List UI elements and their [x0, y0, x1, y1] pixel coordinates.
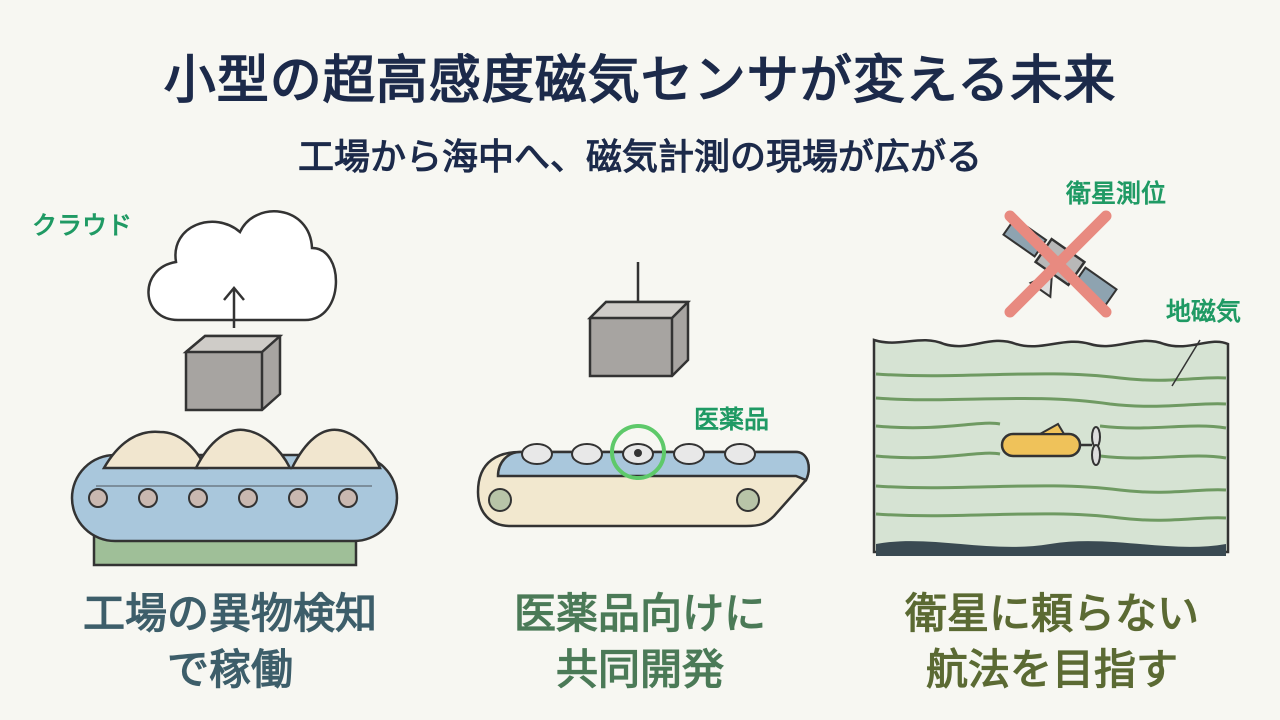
page-subtitle: 工場から海中へ、磁気計測の現場が広がる — [297, 137, 982, 178]
caption-navigation: 衛星に頼らない 航法を目指す — [842, 586, 1262, 698]
upload-arrow-icon — [223, 286, 245, 328]
caption-line: 医薬品向けに — [513, 589, 766, 638]
underwater-drone-icon — [1000, 422, 1101, 466]
geomagnetism-label: 地磁気 — [1166, 297, 1242, 326]
factory-scene — [70, 210, 399, 567]
satellite-positioning-label: 衛星測位 — [1066, 179, 1167, 208]
caption-line: 衛星に頼らない — [904, 589, 1199, 638]
page-title: 小型の超高感度磁気センサが変える未来 — [163, 51, 1117, 111]
prohibited-cross-icon — [1004, 210, 1112, 318]
medicine-label: 医薬品 — [694, 405, 770, 434]
cloud-label: クラウド — [32, 211, 133, 240]
cloud-icon — [147, 210, 338, 322]
sea-floor — [876, 541, 1226, 556]
detection-ring-icon — [610, 424, 666, 480]
caption-factory: 工場の異物検知 で稼働 — [20, 586, 440, 698]
caption-line: 共同開発 — [555, 645, 724, 694]
caption-line: 航法を目指す — [925, 645, 1178, 694]
powder-pile-icon — [101, 428, 382, 470]
caption-line: 工場の異物検知 — [82, 589, 377, 638]
caption-pharma: 医薬品向けに 共同開発 — [430, 586, 850, 698]
conveyor-belt-icon — [70, 453, 399, 567]
sensor-box-icon — [182, 334, 284, 412]
pill-row-icon — [521, 443, 756, 465]
geomagnetic-field-lines — [875, 372, 1227, 522]
pharma-scene — [476, 262, 810, 528]
caption-line: で稼働 — [166, 645, 293, 694]
sensor-box-icon — [586, 300, 692, 378]
ocean-scene — [872, 210, 1230, 556]
